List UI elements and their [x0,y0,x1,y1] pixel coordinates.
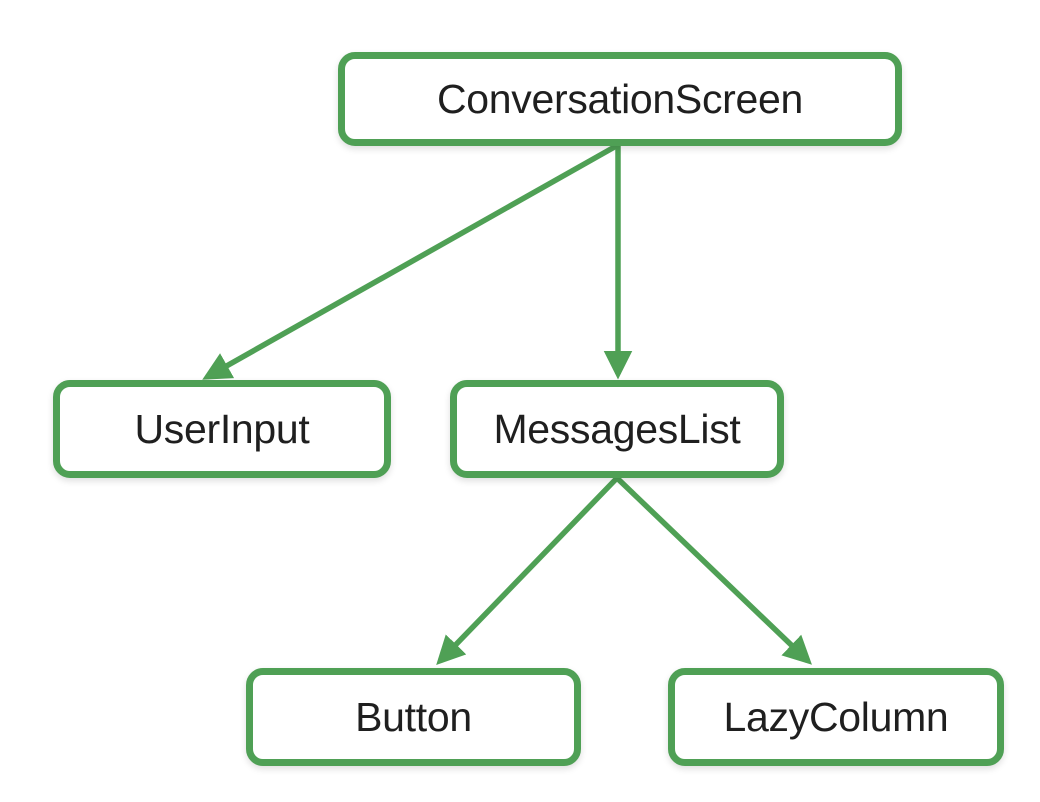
edge-messageslist-to-lazycolumn [615,476,812,665]
node-label: Button [355,693,472,740]
node-lazycolumn[interactable]: LazyColumn [668,668,1004,766]
node-userinput[interactable]: UserInput [53,380,391,478]
node-label: UserInput [134,405,310,452]
node-messageslist[interactable]: MessagesList [450,380,784,478]
node-conversationscreen[interactable]: ConversationScreen [338,52,902,146]
node-label: LazyColumn [723,693,949,740]
edge-messageslist-to-button [436,476,619,665]
edge-conversationscreen-to-userinput [202,142,620,380]
node-label: MessagesList [493,405,741,452]
node-button[interactable]: Button [246,668,581,766]
node-label: ConversationScreen [436,75,804,122]
